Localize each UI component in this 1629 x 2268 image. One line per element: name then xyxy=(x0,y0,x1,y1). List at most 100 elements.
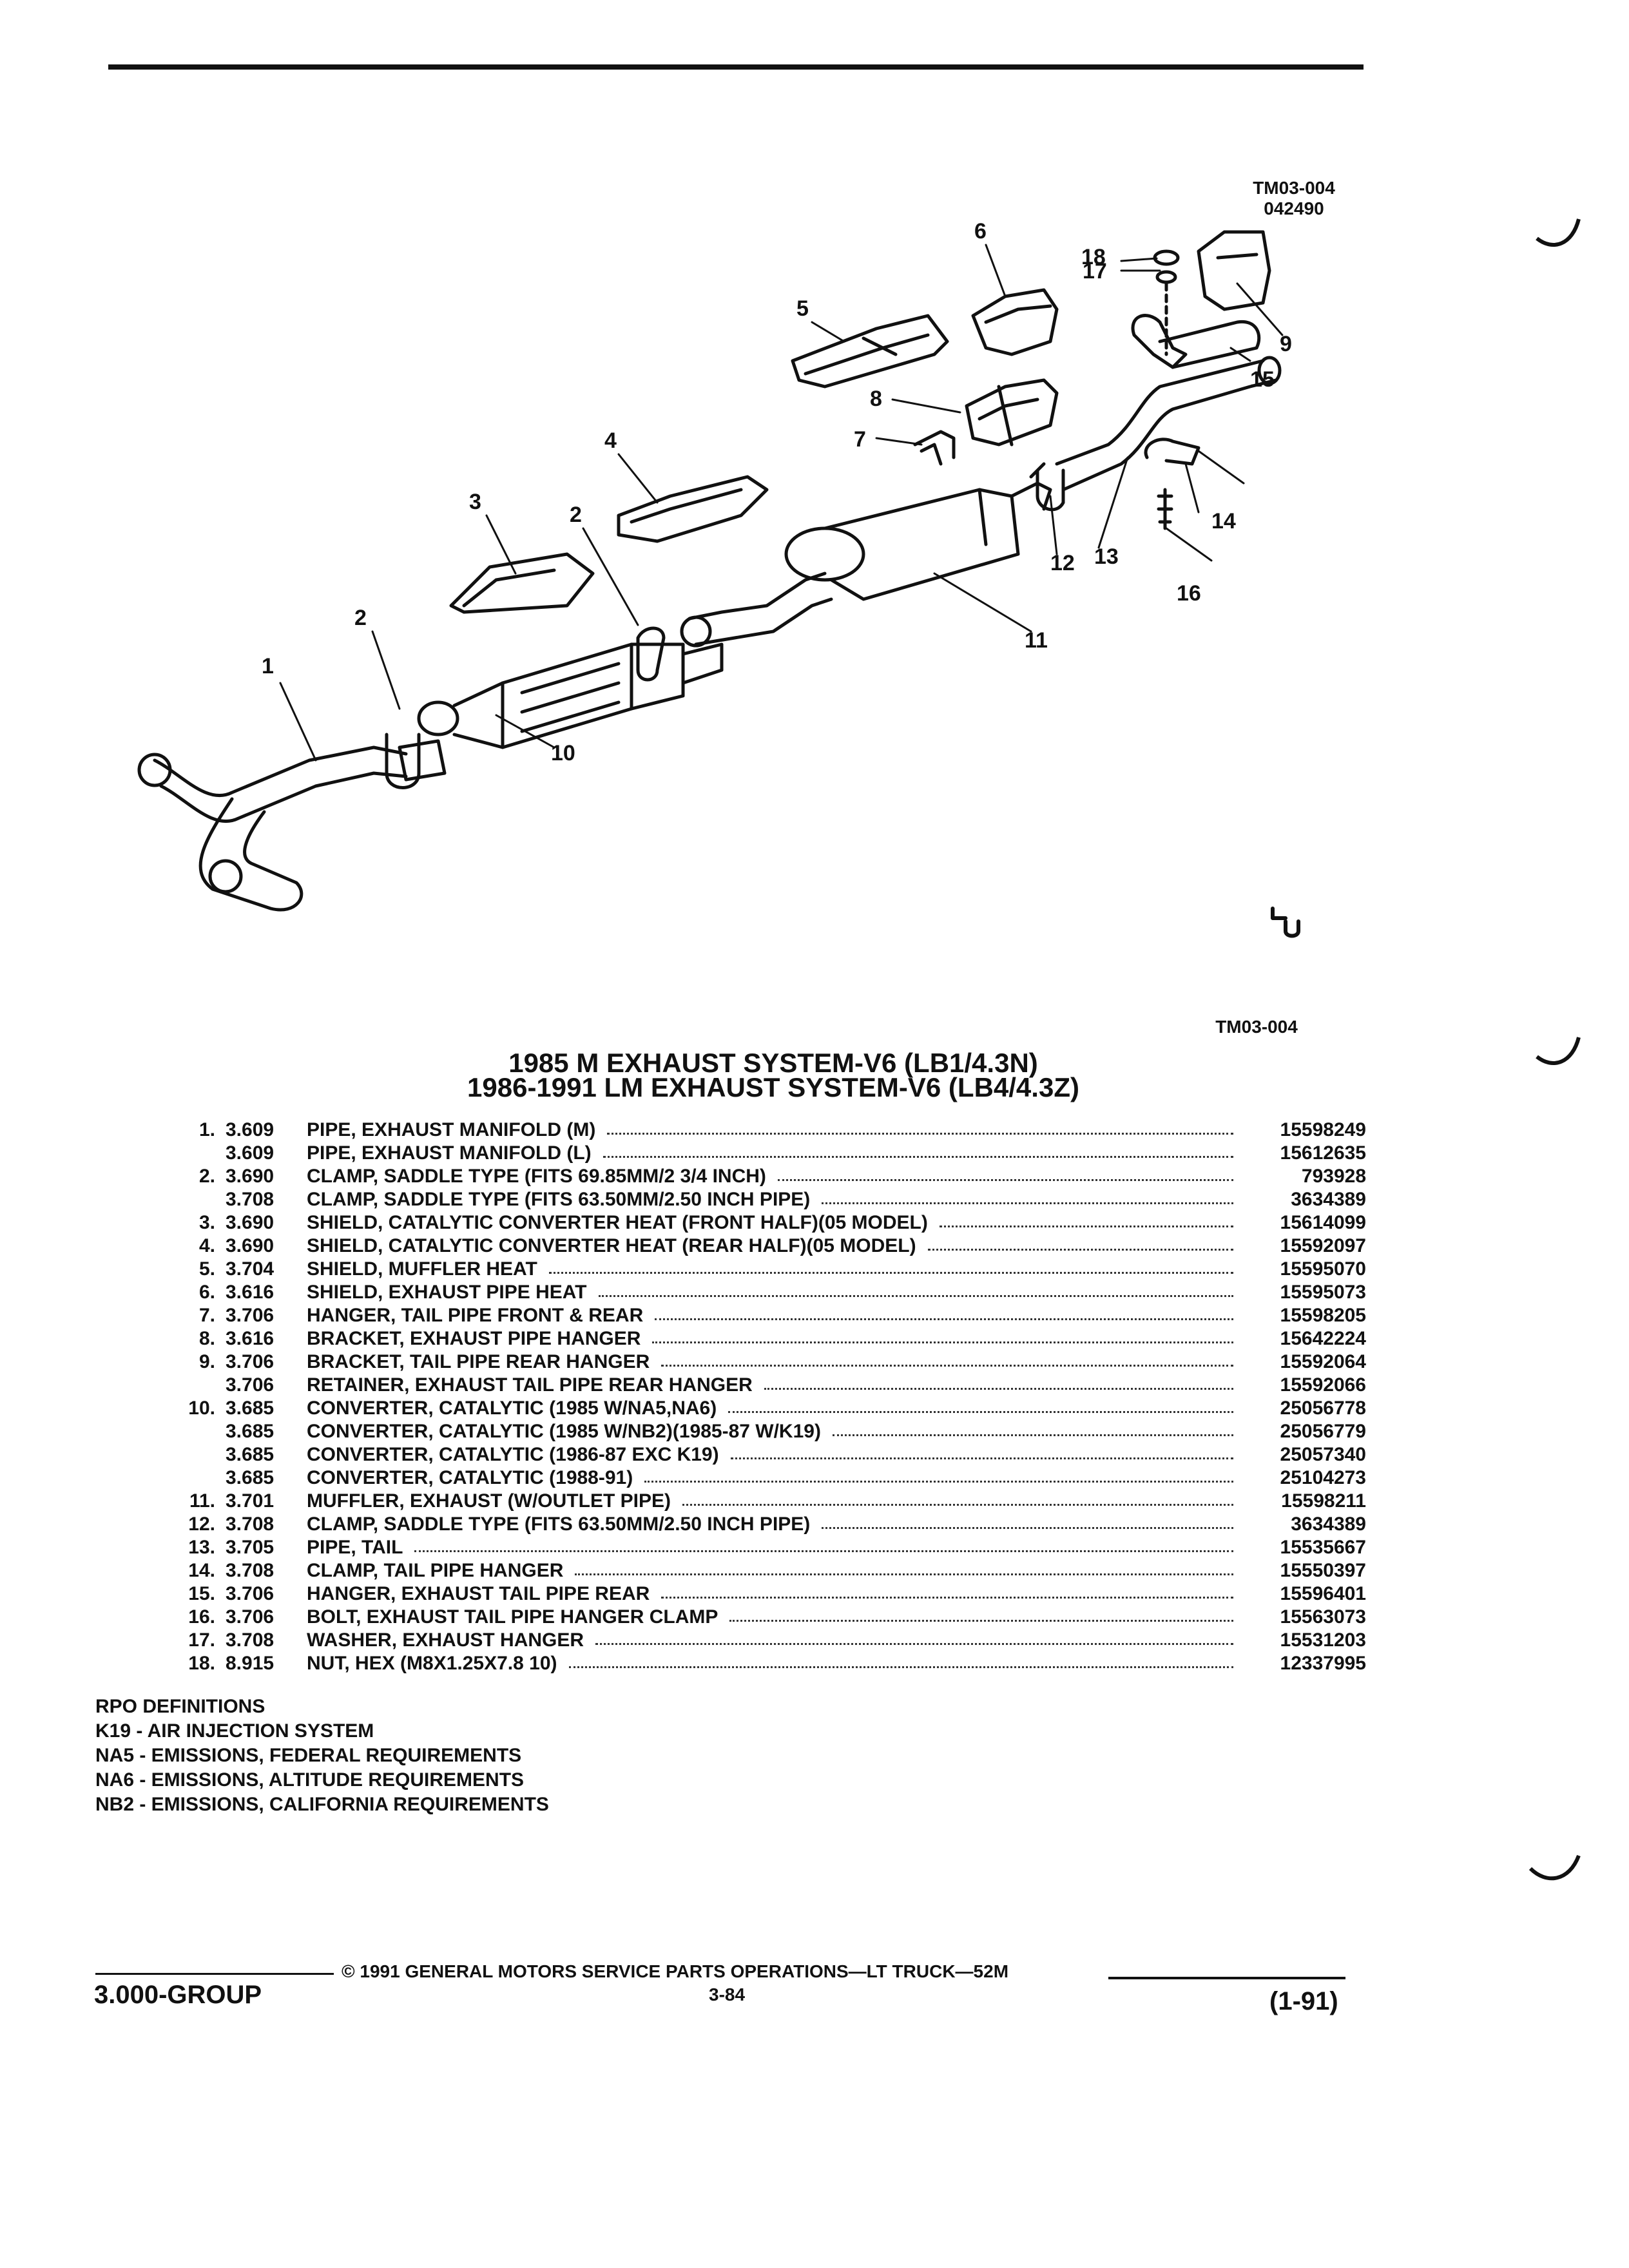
callout-5: 5 xyxy=(796,296,809,321)
page-title: 1985 M EXHAUST SYSTEM-V6 (LB1/4.3N) xyxy=(508,1048,1038,1078)
page-subtitle: 1986-1991 LM EXHAUST SYSTEM-V6 (LB4/4.3Z… xyxy=(467,1072,1079,1102)
part-detail: , EXHAUST TAIL PIPE REAR HANGER xyxy=(404,1374,753,1396)
footer-rule-left xyxy=(95,1973,334,1975)
part-group-number: 3.685 xyxy=(226,1398,275,1419)
part-description: SHIELD, EXHAUST PIPE HEAT xyxy=(307,1282,1250,1303)
part-description: CONVERTER, CATALYTIC (1985 W/NA5,NA6) xyxy=(307,1398,1250,1419)
leader-dots xyxy=(729,1619,1233,1622)
part-detail: , SADDLE TYPE (FITS 63.50MM/2.50 INCH PI… xyxy=(372,1514,811,1535)
part-number: 3634389 xyxy=(1291,1189,1366,1210)
part-name: NUT xyxy=(307,1653,345,1674)
rear-pipe-hanger xyxy=(1131,314,1188,369)
callout-15: 15 xyxy=(1250,367,1275,392)
part-name: HANGER xyxy=(307,1305,391,1326)
part-name: WASHER xyxy=(307,1629,392,1651)
part-group-number: 3.706 xyxy=(226,1583,275,1604)
leader-dots xyxy=(598,1294,1233,1297)
part-number: 15612635 xyxy=(1280,1142,1366,1164)
leader-dots xyxy=(822,1526,1233,1529)
part-group-number: 3.701 xyxy=(226,1490,275,1512)
part-name: BRACKET xyxy=(307,1351,400,1372)
part-group-number: 3.685 xyxy=(226,1421,275,1442)
part-group-number: 3.690 xyxy=(226,1212,275,1233)
leader-dots xyxy=(832,1434,1233,1436)
part-number: 25057340 xyxy=(1280,1444,1366,1465)
part-name: RETAINER xyxy=(307,1374,405,1396)
part-name: HANGER xyxy=(307,1583,391,1604)
part-description: WASHER, EXHAUST HANGER xyxy=(307,1629,1250,1651)
figure-code-id: TM03-004 xyxy=(1253,178,1335,198)
part-detail: , SADDLE TYPE (FITS 69.85MM/2 3/4 INCH) xyxy=(372,1166,766,1187)
margin-hook-mark xyxy=(1536,1037,1581,1065)
leader-dots xyxy=(764,1387,1233,1390)
leader-dots xyxy=(939,1225,1233,1227)
callout-10: 10 xyxy=(551,741,575,765)
part-description: CONVERTER, CATALYTIC (1986-87 EXC K19) xyxy=(307,1444,1250,1466)
callout-17: 17 xyxy=(1083,259,1107,284)
part-index: 5. xyxy=(198,1258,215,1280)
part-group-number: 3.706 xyxy=(226,1606,275,1628)
part-description: CLAMP, SADDLE TYPE (FITS 69.85MM/2 3/4 I… xyxy=(307,1166,1250,1187)
part-name: BRACKET xyxy=(307,1328,400,1349)
part-row: 3.609 PIPE, EXHAUST MANIFOLD (L) 15612635 xyxy=(155,1142,1366,1165)
part-detail: , EXHAUST (W/OUTLET PIPE) xyxy=(399,1490,671,1512)
part-description: SHIELD, CATALYTIC CONVERTER HEAT (REAR H… xyxy=(307,1235,1250,1257)
part-group-number: 3.690 xyxy=(226,1166,275,1187)
part-description: CLAMP, SADDLE TYPE (FITS 63.50MM/2.50 IN… xyxy=(307,1514,1250,1535)
part-number: 25056778 xyxy=(1280,1398,1366,1419)
part-number: 25104273 xyxy=(1280,1467,1366,1488)
pipe-heat-shield xyxy=(971,288,1059,356)
part-name: SHIELD xyxy=(307,1258,378,1280)
part-name: CLAMP xyxy=(307,1560,373,1581)
part-detail: , TAIL PIPE HANGER xyxy=(372,1560,564,1581)
part-group-number: 3.609 xyxy=(226,1119,275,1140)
part-detail: , EXHAUST PIPE HEAT xyxy=(378,1282,587,1303)
part-description: CLAMP, TAIL PIPE HANGER xyxy=(307,1560,1250,1582)
part-number: 15598205 xyxy=(1280,1305,1366,1326)
part-group-number: 8.915 xyxy=(226,1653,275,1674)
tail-pipe-hanger xyxy=(913,430,956,466)
part-name: PIPE xyxy=(307,1142,351,1164)
leader-dots xyxy=(661,1596,1233,1599)
part-name: SHIELD xyxy=(307,1212,378,1233)
part-group-number: 3.708 xyxy=(226,1560,275,1581)
part-detail: , TAIL PIPE FRONT & REAR xyxy=(390,1305,644,1326)
leader-dots xyxy=(652,1341,1233,1343)
part-detail: , EXHAUST MANIFOLD (L) xyxy=(351,1142,592,1164)
part-group-number: 3.706 xyxy=(226,1374,275,1396)
callout-12: 12 xyxy=(1050,551,1075,575)
part-detail: , CATALYTIC CONVERTER HEAT (FRONT HALF)(… xyxy=(378,1212,928,1233)
part-row: 3.706 RETAINER, EXHAUST TAIL PIPE REAR HA… xyxy=(155,1374,1366,1397)
part-number: 793928 xyxy=(1301,1166,1366,1187)
part-index: 15. xyxy=(188,1583,215,1604)
part-number: 15592066 xyxy=(1280,1374,1366,1396)
leader-dots xyxy=(655,1318,1233,1320)
part-name: CONVERTER xyxy=(307,1467,429,1488)
part-description: PIPE, EXHAUST MANIFOLD (L) xyxy=(307,1142,1250,1164)
part-group-number: 3.609 xyxy=(226,1142,275,1164)
part-name: CONVERTER xyxy=(307,1398,429,1419)
part-group-number: 3.706 xyxy=(226,1351,275,1372)
part-description: HANGER, TAIL PIPE FRONT & REAR xyxy=(307,1305,1250,1327)
leader-dots xyxy=(682,1503,1233,1506)
part-name: SHIELD xyxy=(307,1282,378,1303)
tail-pipe-hanger-clamp xyxy=(1144,437,1200,466)
leader-dots xyxy=(548,1271,1233,1274)
part-description: RETAINER, EXHAUST TAIL PIPE REAR HANGER xyxy=(307,1374,1250,1396)
callout-14: 14 xyxy=(1211,509,1236,533)
rear-hanger-bracket xyxy=(1197,230,1271,311)
callout-4: 4 xyxy=(604,428,617,453)
part-index: 16. xyxy=(188,1606,215,1628)
leader-dots xyxy=(822,1202,1233,1204)
part-name: CONVERTER xyxy=(307,1444,429,1465)
